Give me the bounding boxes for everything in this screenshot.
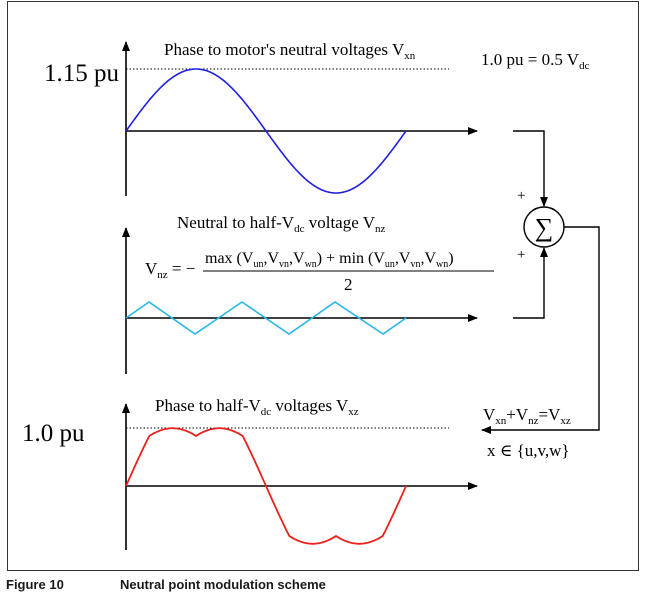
middle-panel: Neutral to half-Vdc voltage Vnz Vnz = − … <box>122 213 494 374</box>
plus-sign-top: + <box>517 188 525 204</box>
index-set: x ∈ {u,v,w} <box>487 441 570 460</box>
top-panel: Phase to motor's neutral voltages Vxn 1.… <box>44 40 590 196</box>
top-panel-title: Phase to motor's neutral voltages Vxn <box>164 40 416 62</box>
bottom-panel-title: Phase to half-Vdc voltages Vxz <box>155 396 359 418</box>
modulation-diagram: Phase to motor's neutral voltages Vxn 1.… <box>22 40 600 550</box>
phase-to-neutral-sine <box>125 68 407 194</box>
summation-block: ∑ + + Vxn+Vnz=Vxz x ∈ {u,v,w} <box>481 130 600 460</box>
bottom-level-label: 1.0 pu <box>22 420 85 447</box>
figure-title: Neutral point modulation scheme <box>120 577 326 592</box>
pu-definition: 1.0 pu = 0.5 Vdc <box>481 50 590 72</box>
phase-to-half-vdc-wave <box>125 427 407 545</box>
sum-equation: Vxn+Vnz=Vxz <box>483 405 571 427</box>
sigma-icon: ∑ <box>535 213 554 242</box>
middle-feed-line <box>513 247 548 319</box>
plus-sign-bottom: + <box>517 247 525 263</box>
figure-caption: Figure 10 Neutral point modulation scheme <box>6 577 326 592</box>
formula-numerator: max (Vun,Vvn,Vwn) + min (Vun,Vvn,Vwn) <box>205 250 454 270</box>
bottom-panel: Phase to half-Vdc voltages Vxz 1.0 pu <box>22 396 478 550</box>
output-feed-line <box>481 226 600 434</box>
middle-panel-title: Neutral to half-Vdc voltage Vnz <box>177 213 385 235</box>
formula-lhs: Vnz = − <box>145 259 195 281</box>
top-level-label: 1.15 pu <box>44 60 120 87</box>
figure-number: Figure 10 <box>6 577 64 592</box>
formula-denominator: 2 <box>344 275 353 294</box>
figure-frame <box>7 1 639 571</box>
top-feed-line <box>513 130 548 207</box>
neutral-offset-triangle <box>125 301 407 335</box>
